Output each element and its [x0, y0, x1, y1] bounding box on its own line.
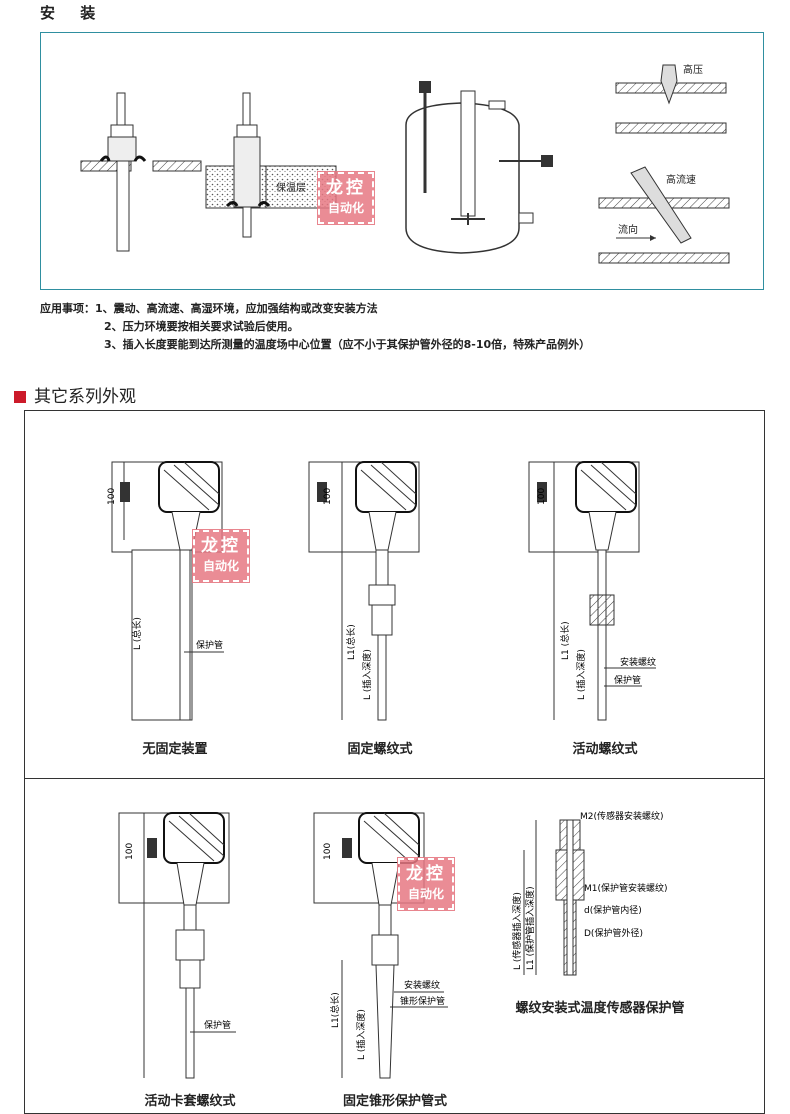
dim-label-4: 100: [125, 843, 135, 860]
other-series-drawings: 100 L (总长) 保护管 100 L1(总长) L (插入深度) 100 L…: [107, 461, 668, 1079]
install-fig-high-pressure: 高压: [615, 63, 727, 134]
tube-insertion-label: L1 (保护管插入深度): [524, 886, 536, 970]
other-series-heading: 其它系列外观: [14, 382, 136, 407]
panel-divider: [24, 778, 765, 779]
install-section-title: 安 装: [40, 4, 106, 22]
note-line-1: 应用事项：1、震动、高流速、高湿环境，应加强结构或改变安装方法: [40, 302, 378, 315]
note-line-3: 3、插入长度要能到达所测量的温度场中心位置（应不小于其保护管外径的8-10倍，特…: [104, 338, 591, 351]
sensor-insertion-label: L (传感器插入深度): [511, 892, 523, 970]
tube-label-4: 保护管: [204, 1019, 231, 1031]
drawing-ferrule-thread: 100 保护管: [118, 812, 236, 1079]
thread-label-3: 安装螺纹: [620, 656, 656, 668]
outer-diameter-label: D(保护管外径): [584, 927, 643, 939]
watermark-stamp: 龙控 自动化: [397, 857, 455, 911]
caption-movable-thread: 活动螺纹式: [572, 742, 638, 757]
caption-ferrule-thread: 活动卡套螺纹式: [144, 1094, 236, 1109]
drawing-fixed-thread: 100 L1(总长) L (插入深度): [308, 461, 420, 721]
length-label-5: L1(总长): [329, 992, 341, 1028]
install-fig-tank: [405, 81, 553, 254]
install-diagrams: 保温层 高压 高流速 流向: [80, 63, 730, 264]
m1-label: M1(保护管安装螺纹): [584, 882, 668, 894]
dim-label-5: 100: [323, 843, 333, 860]
inner-diameter-label: d(保护管内径): [584, 904, 642, 916]
drawing-protection-tube: M2(传感器安装螺纹) M1(保护管安装螺纹) d(保护管内径) D(保护管外径…: [511, 810, 668, 976]
section-marker-icon: [14, 391, 26, 403]
length-label-3: L1 (总长): [559, 621, 571, 660]
dim-label-3: 100: [537, 488, 547, 505]
tube-label-5: 锥形保护管: [400, 995, 445, 1007]
drawing-no-fixing: 100 L (总长) 保护管: [107, 461, 224, 721]
install-diagram-panel: 保温层 高压 高流速 流向: [40, 32, 764, 290]
insulation-label: 保温层: [276, 181, 306, 194]
flow-direction-label: 流向: [618, 223, 638, 236]
insertion-label-5: L (插入深度): [355, 1009, 367, 1060]
high-pressure-label: 高压: [683, 63, 703, 76]
caption-fixed-thread: 固定螺纹式: [347, 742, 413, 757]
caption-cone-tube: 固定锥形保护管式: [342, 1094, 447, 1109]
insertion-label-2: L (插入深度): [361, 649, 373, 700]
watermark-stamp: 龙控 自动化: [317, 171, 375, 225]
tube-label-3: 保护管: [614, 674, 641, 686]
high-velocity-label: 高流速: [666, 173, 696, 186]
drawing-cone-tube: 100 L1(总长) L (插入深度) 安装螺纹 锥形保护管: [313, 812, 448, 1079]
thread-label-5: 安装螺纹: [404, 979, 440, 991]
dim-label-2: 100: [323, 488, 333, 505]
watermark-stamp: 龙控 自动化: [192, 529, 250, 583]
caption-no-fixing: 无固定装置: [142, 742, 208, 757]
install-fig-insulation: 保温层: [205, 92, 337, 238]
install-fig-plate: [80, 92, 202, 252]
install-fig-high-velocity: 高流速 流向: [598, 166, 730, 264]
note-line-2: 2、压力环境要按相关要求试验后使用。: [104, 320, 299, 333]
caption-protection-tube: 螺纹安装式温度传感器保护管: [515, 1001, 685, 1016]
m2-label: M2(传感器安装螺纹): [580, 810, 664, 822]
drawing-movable-thread: 100 L1 (总长) L (插入深度) 安装螺纹 保护管: [528, 461, 656, 721]
length-label-2: L1(总长): [345, 624, 357, 660]
length-label-1: L (总长): [131, 617, 143, 650]
dim-label-1: 100: [107, 488, 117, 505]
tube-label-1: 保护管: [196, 639, 223, 651]
application-notes: 应用事项：1、震动、高流速、高湿环境，应加强结构或改变安装方法 2、压力环境要按…: [40, 300, 590, 354]
insertion-label-3: L (插入深度): [575, 649, 587, 700]
